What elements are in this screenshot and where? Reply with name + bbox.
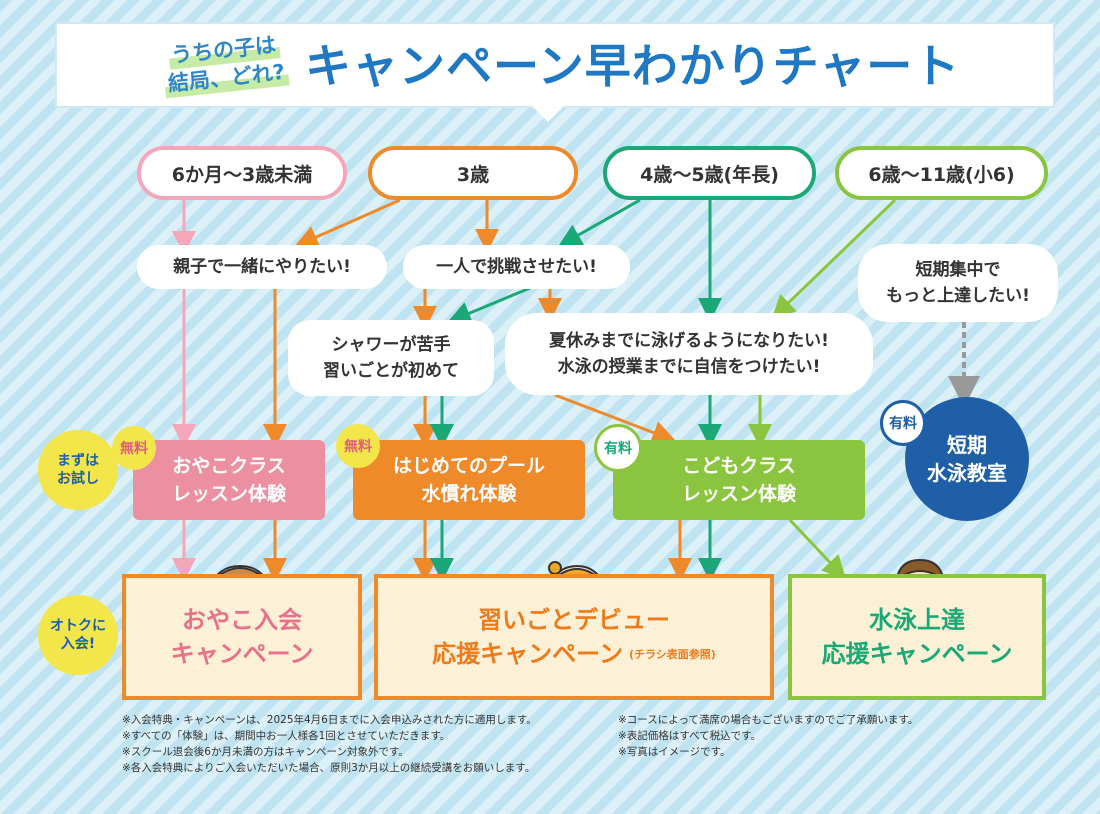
campaign-oyako: おやこ入会 キャンペーン [122, 574, 362, 700]
campaign-debut-line-1: 習いごとデビュー [478, 605, 670, 634]
arrow-three-together [294, 198, 401, 249]
lesson-hajimete: はじめてのプール 水慣れ体験 [353, 440, 585, 520]
campaign-suiei-line-1: 水泳上達 [869, 606, 965, 634]
lesson-kodomo: こどもクラス レッスン体験 [613, 440, 865, 520]
lesson-kodomo-line-2: レッスン体験 [681, 483, 796, 505]
campaign-suiei: 水泳上達 応援キャンペーン [788, 574, 1046, 700]
campaign-debut-line-2: 応援キャンペーン [432, 639, 623, 668]
note-right-3: ※写真はイメージです。 [618, 746, 731, 758]
badge-paid-kodomo: 有料 [594, 424, 642, 472]
campaign-oyako-line-2: キャンペーン [170, 640, 314, 668]
bubble-shower: シャワーが苦手 習いごとが初めて [288, 320, 494, 396]
bubble-summer-line-1: 夏休みまでに泳げるようになりたい! [549, 331, 829, 351]
lesson-hajimete-line-1: はじめてのプール [392, 455, 545, 477]
campaign-oyako-line-1: おやこ入会 [182, 606, 302, 634]
note-left-3: ※スクール退会後6か月未満の方はキャンペーン対象外です。 [122, 746, 409, 758]
lesson-kodomo-line-1: こどもクラス [682, 455, 796, 477]
badge-free-oyako: 無料 [112, 426, 156, 470]
note-right-2: ※表記価格はすべて税込です。 [618, 730, 762, 742]
bubble-alone: 一人で挑戦させたい! [403, 245, 630, 289]
lesson-short-course: 短期 水泳教室 [905, 397, 1029, 521]
badge-free-hajimete: 無料 [336, 424, 380, 468]
label-try-line-2: お試し [57, 471, 99, 487]
lesson-short-line-2: 水泳教室 [927, 461, 1007, 485]
arrow-six-summer [771, 198, 897, 320]
lesson-oyako: おやこクラス レッスン体験 [133, 440, 325, 520]
bubble-summer-line-2: 水泳の授業までに自信をつけたい! [557, 357, 821, 377]
badge-paid-short: 有料 [880, 400, 926, 446]
arrow-summer-kodomo [554, 393, 677, 444]
bubble-short: 短期集中で もっと上達したい! [858, 244, 1058, 322]
bubble-shower-line-1: シャワーが苦手 [331, 335, 451, 355]
page-title: キャンペーン早わかりチャート [305, 39, 961, 93]
campaign-suiei-line-2: 応援キャンペーン [821, 640, 1013, 668]
arrow-kodomo-suiei [788, 518, 847, 580]
bubble-shower-line-2: 習いごとが初めて [323, 361, 459, 381]
note-left-4: ※各入会特典によりご入会いただいた場合、原則3か月以上の継続受講をお願いします。 [122, 762, 536, 774]
lesson-hajimete-line-2: 水慣れ体験 [421, 483, 517, 505]
age-four-five-pill: 4歳〜5歳(年長) [603, 146, 816, 200]
label-try-line-1: まずは [57, 453, 99, 469]
lesson-oyako-line-1: おやこクラス [172, 455, 286, 477]
arrow-alone-shower-green [446, 286, 531, 325]
arrow-four-alone [557, 198, 641, 247]
label-join-line-2: 入会! [60, 636, 96, 652]
label-join-deal: オトクに 入会! [38, 595, 118, 675]
bubble-summer: 夏休みまでに泳げるようになりたい! 水泳の授業までに自信をつけたい! [505, 313, 873, 395]
lesson-short-line-1: 短期 [947, 433, 987, 457]
bubble-short-line-2: もっと上達したい! [886, 286, 1030, 306]
notes-left: ※入会特典・キャンペーンは、2025年4月6日までに入会申込みされた方に適用しま… [122, 712, 602, 776]
notes-right: ※コースによって満席の場合もございますのでご了承願います。 ※表記価格はすべて税… [618, 712, 1058, 760]
label-try-first: まずは お試し [38, 430, 118, 510]
lesson-oyako-line-2: レッスン体験 [171, 483, 286, 505]
campaign-debut: 習いごとデビュー 応援キャンペーン (チラシ表面参照) [374, 574, 774, 700]
campaign-debut-note: (チラシ表面参照) [628, 647, 716, 661]
note-right-1: ※コースによって満席の場合もございますのでご了承願います。 [618, 714, 919, 726]
note-left-1: ※入会特典・キャンペーンは、2025年4月6日までに入会申込みされた方に適用しま… [122, 714, 537, 726]
label-join-line-1: オトクに [50, 618, 106, 634]
note-left-2: ※すべての「体験」は、期間中お一人様各1回とさせていただきます。 [122, 730, 451, 742]
bubble-short-line-1: 短期集中で [915, 260, 1001, 280]
age-six-eleven-pill: 6歳〜11歳(小6) [835, 146, 1048, 200]
title-pointer [530, 104, 566, 122]
bubble-together: 親子で一緒にやりたい! [137, 245, 387, 289]
age-three-pill: 3歳 [368, 146, 578, 200]
age-infant-pill: 6か月〜3歳未満 [137, 146, 347, 200]
